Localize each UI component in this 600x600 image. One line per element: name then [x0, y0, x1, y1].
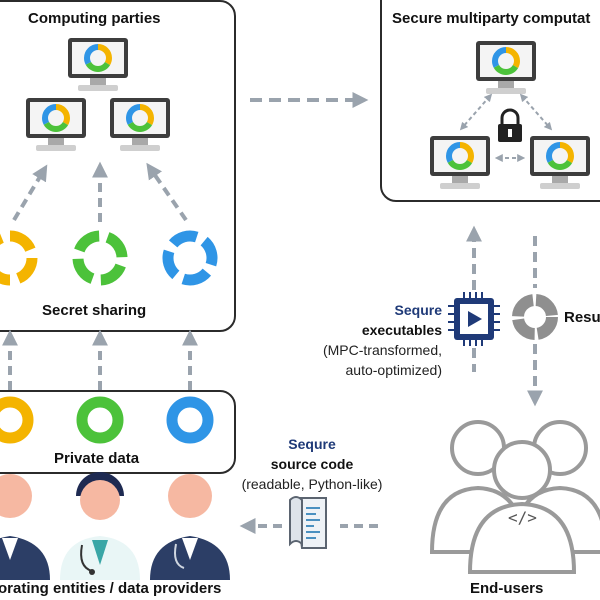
- results-icon: [512, 294, 558, 340]
- sequre-source-text: Sequre source code (readable, Python-lik…: [222, 434, 402, 494]
- sequre-source-line2: (readable, Python-like): [241, 476, 383, 492]
- lock-icon: [498, 108, 522, 142]
- sequre-executables-brand: Sequre: [394, 302, 442, 318]
- sequre-source-brand: Sequre: [288, 436, 336, 452]
- private-data-blue: [166, 396, 214, 444]
- sequre-source-line1: source code: [270, 456, 354, 472]
- private-data-green: [76, 396, 124, 444]
- sequre-executables-line2: (MPC-transformed,: [322, 342, 442, 358]
- end-users-caption: End-users: [470, 580, 544, 597]
- computer-icon: [530, 136, 590, 189]
- secret-share-blue: [162, 230, 218, 286]
- code-scroll-icon: [289, 496, 327, 549]
- sequre-executables-line3: auto-optimized): [345, 362, 443, 378]
- sequre-executables-line1: executables: [361, 322, 442, 338]
- providers-caption: orating entities / data providers: [0, 580, 222, 597]
- provider-person-icon: [0, 474, 50, 580]
- smc-title: Secure multiparty computat: [392, 10, 591, 27]
- computer-icon: [476, 41, 536, 94]
- provider-person-icon: [150, 474, 230, 580]
- end-users-icon: [429, 420, 600, 574]
- private-data-title: Private data: [54, 450, 140, 467]
- code-symbol: </>: [508, 508, 537, 527]
- computing-parties-title: Computing parties: [28, 10, 161, 27]
- computer-icon: [110, 98, 170, 151]
- secret-share-green: [72, 230, 128, 286]
- private-data-yellow: [0, 396, 34, 444]
- results-label: Resu: [564, 309, 600, 326]
- sequre-executables-text: Sequre executables (MPC-transformed, aut…: [296, 300, 442, 380]
- secret-sharing-title: Secret sharing: [42, 302, 147, 319]
- secret-share-yellow: [0, 230, 38, 286]
- computer-icon: [430, 136, 490, 189]
- computer-icon: [26, 98, 86, 151]
- doctor-person-icon: [60, 472, 140, 580]
- processor-chip-icon: [448, 292, 500, 346]
- computer-icon: [68, 38, 128, 91]
